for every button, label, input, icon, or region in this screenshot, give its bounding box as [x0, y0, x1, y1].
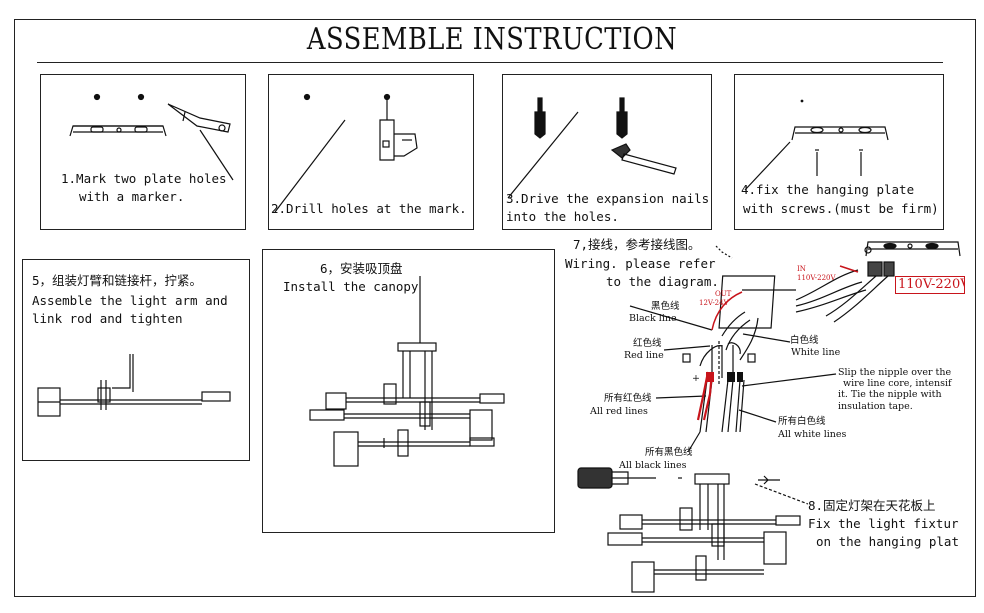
step4-hanging-plate-icon — [791, 99, 889, 141]
red-line-label-cn: 红色线 — [633, 338, 662, 349]
step2-text-line1: 2.Drill holes at the mark. — [271, 201, 467, 216]
red-connector-marks — [706, 372, 714, 382]
red-line-label-en: Red line — [624, 350, 664, 361]
black-line-label-cn: 黑色线 — [651, 301, 680, 312]
step1-hanging-plate-icon — [69, 93, 167, 137]
step3-text-line1: 3.Drive the expansion nails — [506, 191, 710, 206]
step5-text-line2: link rod and tighten — [32, 311, 183, 326]
all-black-label-en: All black lines — [619, 460, 687, 471]
step1-panel — [40, 74, 246, 230]
minus-sign: - — [738, 373, 742, 384]
expansion-nail-icon — [534, 97, 628, 139]
nipple-note-line2: wire line core, intensif — [843, 378, 952, 389]
step8-fixture-icon — [607, 473, 809, 593]
step4-text-line1: 4.fix the hanging plate — [741, 182, 915, 197]
nipple-note-line3: it. Tie the nipple with — [838, 389, 942, 400]
step7-text-line1: Wiring. please refer — [565, 256, 716, 271]
black-connector-marks — [727, 372, 743, 382]
white-line-label-en: White line — [791, 347, 841, 358]
all-white-label-en: All white lines — [778, 429, 847, 440]
screw-icon — [815, 149, 863, 176]
step3-text-line2: into the holes. — [506, 209, 619, 224]
step7-wiring-icon — [629, 245, 867, 453]
all-black-label-cn: 所有黑色线 — [645, 447, 693, 458]
black-line-label-en: Black line — [629, 313, 677, 324]
in-voltage-label: 110V-220V — [797, 274, 836, 282]
plus-sign: + — [692, 373, 700, 384]
nipple-note-line1: Slip the nipple over the — [838, 367, 952, 378]
in-label: IN — [797, 265, 806, 273]
step6-canopy-icon — [397, 276, 437, 352]
step5-light-arm-icon — [37, 354, 231, 417]
step4-text-line2: with screws.(must be firm) — [743, 201, 939, 216]
step6-fixture-icon — [309, 351, 505, 467]
step4-panel — [734, 74, 944, 230]
step7-plate-icon — [825, 241, 961, 323]
step8-text-line2: on the hanging plat — [816, 534, 959, 549]
out-voltage-label: 12V-24V — [699, 299, 729, 307]
all-red-label-en: All red lines — [590, 406, 648, 417]
step6-text-cn: 6，安装吸顶盘 — [320, 261, 403, 276]
step5-text-line1: Assemble the light arm and — [32, 293, 228, 308]
marker-pen-icon — [167, 103, 234, 181]
step7-text-line2: to the diagram. — [606, 274, 719, 289]
voltage-box: 110V-220V — [895, 276, 965, 294]
step2-panel — [268, 74, 474, 230]
page-frame — [14, 19, 976, 597]
step5-panel — [22, 259, 250, 461]
step5-text-cn: 5，组装灯臂和链接杆，拧紧。 — [32, 273, 203, 288]
all-red-label-cn: 所有红色线 — [604, 393, 652, 404]
hammer-icon — [610, 143, 677, 175]
step6-panel — [262, 249, 555, 533]
step8-text-cn: 8.固定灯架在天花板上 — [808, 498, 936, 513]
step4-leader-line — [744, 141, 791, 191]
step2-leader-line — [274, 119, 346, 213]
page-title: ASSEMBLE INSTRUCTION — [306, 22, 678, 57]
step1-text-line2: with a marker. — [79, 189, 185, 204]
all-white-label-cn: 所有白色线 — [778, 416, 826, 427]
white-line-label-cn: 白色线 — [790, 335, 819, 346]
title-rule — [37, 62, 943, 63]
step2-mark-dot — [383, 93, 391, 101]
step3-leader-line — [507, 111, 579, 199]
nipple-note-line4: insulation tape. — [838, 401, 913, 412]
drill-icon — [379, 100, 418, 161]
step3-panel — [502, 74, 712, 230]
step1-text-line1: 1.Mark two plate holes — [61, 171, 227, 186]
screwdriver-icon — [577, 467, 682, 489]
step7-text-cn: 7,接线，参考接线图。 — [573, 237, 701, 252]
step8-text-line1: Fix the light fixtur — [808, 516, 959, 531]
step2-mark-dot — [303, 93, 311, 101]
step6-text-line1: Install the canopy — [283, 279, 419, 294]
out-label: OUT — [715, 290, 732, 298]
